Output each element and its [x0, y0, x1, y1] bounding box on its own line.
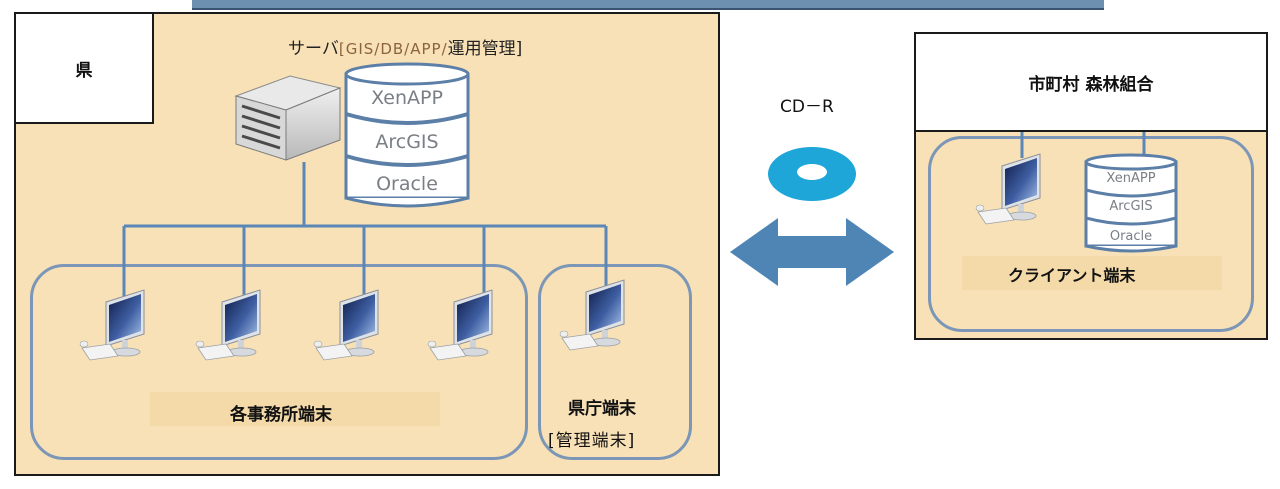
top-title-strip	[192, 0, 1104, 10]
client-terminal-group	[928, 136, 1254, 332]
client-database-stack-icon	[1084, 153, 1178, 253]
office-computer-3-icon	[313, 289, 379, 361]
server-database-stack-icon	[344, 62, 470, 208]
server-stack-label-1: XenAPP	[371, 87, 443, 109]
cd-r-label: CD－R	[780, 97, 834, 117]
client-computer-icon	[975, 153, 1041, 225]
caption-band	[150, 392, 440, 426]
client-stack-labels: XenAPP ArcGIS Oracle	[1106, 171, 1155, 244]
office-computer-2-icon	[195, 289, 261, 361]
municipality-label: 市町村 森林組合	[1028, 74, 1154, 95]
admin-terminal-caption: [管理端末]	[548, 431, 636, 451]
prefecture-label: 県	[75, 60, 93, 81]
office-terminals-caption: 各事務所端末	[230, 405, 332, 425]
server-stack-label-3: Oracle	[376, 173, 438, 195]
prefectural-terminal-caption: 県庁端末	[568, 399, 636, 419]
client-stack-label-1: XenAPP	[1106, 171, 1155, 186]
prefecture-label-box: 県	[14, 12, 154, 124]
server-stack-label-2: ArcGIS	[375, 131, 438, 153]
network-lines	[122, 132, 1146, 298]
server-rack-icon	[234, 75, 342, 161]
office-computer-4-icon	[427, 289, 493, 361]
server-caption-suffix: 運用管理]	[447, 39, 523, 59]
bidirectional-arrow-icon	[730, 218, 894, 286]
office-computer-1-icon	[79, 289, 145, 361]
server-caption-prefix: サーバ	[288, 39, 339, 59]
prefectural-computer-icon	[559, 279, 625, 351]
client-terminal-caption: クライアント端末	[1008, 266, 1136, 285]
cd-disc-icon	[768, 147, 856, 201]
office-terminals-group	[30, 264, 528, 460]
server-caption-mid: [GIS/DB/APP/	[338, 40, 448, 58]
prefectural-office-terminal-group	[538, 264, 692, 460]
client-caption-band	[962, 256, 1222, 290]
server-stack-labels: XenAPP ArcGIS Oracle	[371, 87, 443, 195]
client-stack-label-3: Oracle	[1110, 229, 1152, 244]
server-caption: サーバ[GIS/DB/APP/運用管理]	[288, 34, 522, 59]
municipality-label-box: 市町村 森林組合	[914, 32, 1268, 132]
client-stack-label-2: ArcGIS	[1109, 199, 1152, 214]
